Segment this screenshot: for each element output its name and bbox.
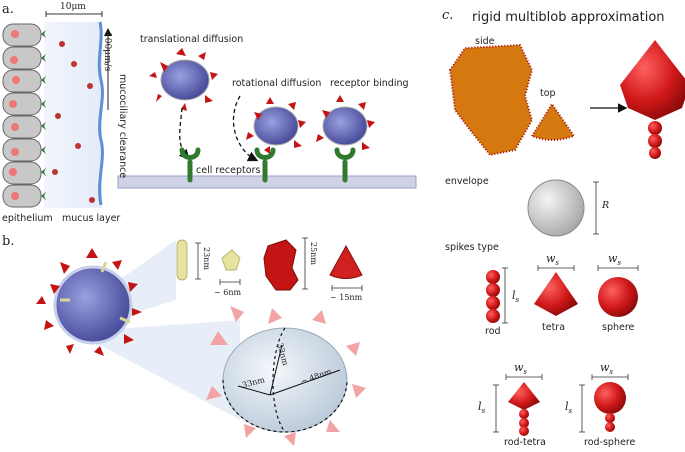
- virus-binding: [316, 95, 375, 150]
- spikes-type-label: spikes type: [445, 242, 499, 253]
- epithelium-receptors: [41, 30, 46, 200]
- ls-subscript: s: [481, 407, 486, 416]
- rotational-label: rotational diffusion: [232, 78, 322, 89]
- R-label: R: [602, 200, 610, 211]
- ls-symbol: l: [478, 400, 482, 413]
- ws-subscript: s: [555, 259, 560, 268]
- rod-tetra-spike: [508, 382, 540, 436]
- spike-model: [263, 239, 299, 291]
- mucus-viruses: [52, 41, 95, 203]
- panel-c-letter: c.: [442, 8, 454, 23]
- top-label: top: [540, 88, 556, 99]
- mucus-layer: [44, 22, 102, 208]
- multiblob-spike: [620, 40, 685, 159]
- envelope-model: [206, 306, 366, 446]
- dim-6nm-label: ∼ 6nm: [214, 288, 242, 297]
- rod-spike: [486, 270, 500, 323]
- rod-tetra-ls-label: ls: [478, 400, 485, 415]
- panel-b-letter: b.: [2, 234, 15, 249]
- ws-symbol: w: [608, 252, 618, 265]
- envelope-blob-sphere: [527, 179, 585, 237]
- panel-a-letter: a.: [2, 2, 14, 17]
- spike-top-model: [329, 244, 363, 279]
- dim-23nm-label: 23nm: [202, 247, 211, 270]
- virus-translational: [149, 48, 218, 111]
- scale-label: 10μm: [60, 2, 86, 12]
- virus-detailed: [36, 248, 142, 356]
- ls-subscript: s: [515, 296, 520, 305]
- rod-tetra-label: rod-tetra: [504, 437, 546, 448]
- ls-subscript: s: [568, 407, 573, 416]
- epithelium-cells: [2, 23, 42, 208]
- rotational-arrow: [232, 95, 259, 162]
- panel-c-title: rigid multiblob approximation: [472, 10, 665, 25]
- panel-c-graphic: [448, 40, 685, 436]
- ws-symbol: w: [600, 361, 610, 374]
- cell-nuclei: [9, 30, 20, 200]
- ws-subscript: s: [523, 368, 528, 377]
- ls-symbol: l: [512, 289, 516, 302]
- ws-subscript: s: [617, 259, 622, 268]
- tetra-ws-label: ws: [546, 252, 559, 267]
- atomistic-top: [530, 102, 576, 141]
- ls-symbol: l: [565, 400, 569, 413]
- rod-ls-label: ls: [512, 289, 519, 304]
- sphere-spike: [598, 277, 638, 317]
- tetra-spike: [534, 272, 578, 316]
- rod-sphere-spike: [594, 382, 626, 432]
- rod-sphere-label: rod-sphere: [584, 437, 636, 448]
- rod-sphere-ls-label: ls: [565, 400, 572, 415]
- cell-receptors: [179, 147, 356, 183]
- epithelium-label: epithelium: [2, 213, 53, 224]
- translational-label: translational diffusion: [140, 34, 244, 45]
- head-model: [221, 249, 241, 271]
- rod-sphere-ws-label: ws: [600, 361, 613, 376]
- side-label: side: [475, 36, 495, 47]
- translational-arrow: [178, 107, 190, 160]
- cell-receptors-label: cell receptors: [196, 165, 261, 176]
- zoom-region-envelope: [100, 320, 240, 420]
- virus-rotational: [246, 97, 306, 154]
- atomistic-side: [448, 43, 534, 157]
- sphere-ws-label: ws: [608, 252, 621, 267]
- receptor-binding-label: receptor binding: [330, 78, 409, 89]
- mucus-boundary: [97, 21, 104, 206]
- envelope-label: envelope: [445, 176, 489, 187]
- sphere-label: sphere: [602, 322, 635, 333]
- speed-label: 100μm/s: [102, 32, 112, 72]
- rod-label: rod: [485, 326, 501, 337]
- mucus-label: mucus layer: [62, 213, 121, 224]
- stalk-model: [176, 239, 188, 281]
- panel-b-graphic: [36, 237, 366, 446]
- ws-symbol: w: [514, 361, 524, 374]
- tetra-label: tetra: [542, 322, 566, 333]
- clearance-label: mucociliary clearance: [117, 74, 128, 179]
- dim-15nm-label: ∼ 15nm: [330, 293, 363, 302]
- dim-25nm-label: 25nm: [309, 242, 318, 265]
- rod-tetra-ws-label: ws: [514, 361, 527, 376]
- ws-symbol: w: [546, 252, 556, 265]
- ws-subscript: s: [609, 368, 614, 377]
- panel-a-graphic: [2, 11, 417, 208]
